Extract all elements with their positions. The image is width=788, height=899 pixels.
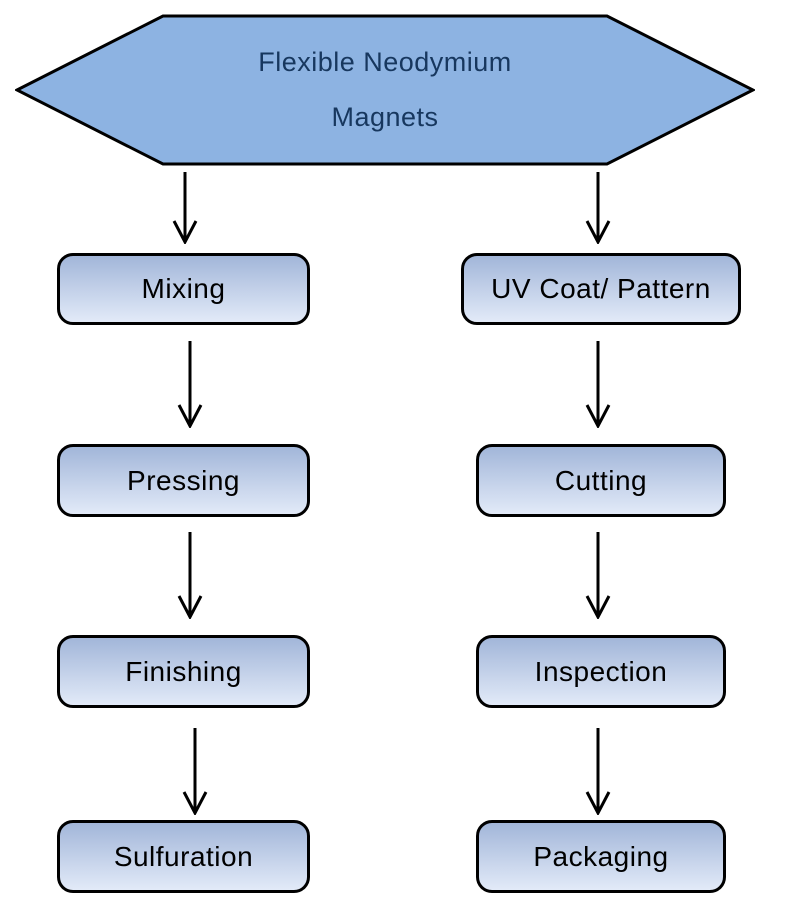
node-sulfuration: Sulfuration: [57, 820, 310, 893]
node-uv-coat-pattern: UV Coat/ Pattern: [461, 253, 741, 325]
diagram-title-line1: Flexible Neodymium: [258, 47, 512, 77]
node-cutting-label: Cutting: [554, 464, 648, 496]
connector-arrow-left-3: [177, 532, 203, 619]
node-mixing-label: Mixing: [141, 273, 226, 304]
connector-arrow-right-2: [585, 341, 611, 428]
node-title-hexagon: Flexible Neodymium Magnets: [15, 14, 755, 166]
connector-arrow-left-1: [172, 172, 198, 244]
node-sulfuration-label: Sulfuration: [113, 840, 254, 872]
diagram-title-line2: Magnets: [331, 102, 439, 132]
connector-arrow-left-4: [182, 728, 208, 815]
connector-arrow-right-1: [585, 172, 611, 244]
connector-arrow-right-3: [585, 532, 611, 619]
node-cutting: Cutting: [476, 444, 726, 517]
node-pressing: Pressing: [57, 444, 310, 517]
node-inspection-label: Inspection: [534, 655, 668, 687]
node-pressing-label: Pressing: [127, 464, 240, 496]
connector-arrow-right-4: [585, 728, 611, 815]
node-uv-coat-pattern-label: UV Coat/ Pattern: [491, 273, 711, 304]
node-packaging: Packaging: [476, 820, 726, 893]
connector-arrow-left-2: [177, 341, 203, 428]
node-mixing: Mixing: [57, 253, 310, 325]
node-packaging-label: Packaging: [533, 840, 669, 872]
node-finishing: Finishing: [57, 635, 310, 708]
diagram-title: Flexible Neodymium Magnets: [15, 14, 755, 166]
node-finishing-label: Finishing: [125, 655, 242, 687]
hexagon-shape: [15, 14, 755, 166]
node-inspection: Inspection: [476, 635, 726, 708]
